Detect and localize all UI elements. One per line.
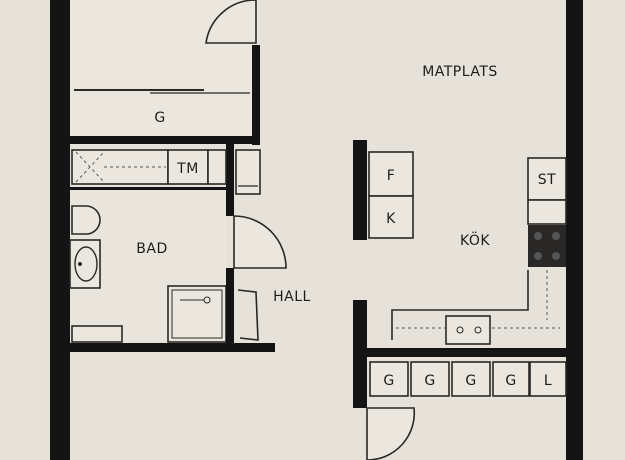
kok-sink-drain-2 (474, 326, 482, 334)
k-label: K (386, 211, 396, 227)
counter-l-shape (391, 270, 529, 340)
stove-burner-4 (552, 252, 560, 260)
stove-burner-2 (552, 232, 560, 240)
f-label: F (387, 168, 396, 184)
counter-right-1 (527, 199, 567, 225)
wardrobe-g4-label: G (505, 373, 516, 389)
toilet (71, 205, 101, 235)
bad-label: BAD (136, 241, 167, 257)
tm-row-wall-mid (226, 144, 234, 216)
stove-burner-1 (534, 232, 542, 240)
door-arc-bad (233, 215, 287, 269)
stove (528, 225, 566, 267)
matplats-label: MATPLATS (422, 64, 498, 80)
closet-wall-bottom (70, 136, 260, 144)
wardrobe-l (529, 361, 567, 397)
bad-sink-bowl (74, 246, 98, 282)
stove-burner-3 (534, 252, 542, 260)
shower-tray (167, 285, 227, 343)
door-arc-top (205, 0, 257, 44)
f-box (368, 151, 414, 197)
kok-label: KÖK (460, 231, 490, 249)
lower-wall-left (353, 300, 367, 408)
hall-label: HALL (273, 289, 311, 305)
bad-sink-drain (78, 262, 82, 266)
tm-row-wall-bottom (70, 187, 234, 190)
hall-cabinet (237, 289, 259, 341)
wardrobe-row: G G G G L (369, 361, 567, 397)
kok-sink (445, 315, 491, 345)
shower-inner (171, 289, 223, 339)
st-label: ST (538, 172, 556, 188)
washer-dash (75, 151, 105, 183)
wardrobe-g3-label: G (465, 373, 476, 389)
wall-left-outer (50, 0, 70, 460)
wardrobe-g1 (369, 361, 409, 397)
cabinet-small (235, 149, 261, 195)
fk-wall (353, 140, 367, 240)
wall-right-outer (566, 0, 583, 460)
tm-label: TM (176, 161, 199, 177)
closet-wall-right (252, 45, 260, 145)
closet-label: G (154, 110, 165, 126)
wardrobe-g1-label: G (383, 373, 394, 389)
wardrobe-g4 (492, 361, 530, 397)
bad-wall-right (226, 268, 234, 350)
wardrobe-g3 (451, 361, 491, 397)
bad-wall-bottom (70, 343, 275, 352)
bad-cabinet (71, 325, 123, 343)
kok-sink-drain-1 (456, 326, 464, 334)
tm-side-box (207, 149, 227, 185)
lower-wall-top (367, 348, 566, 357)
k-box (368, 195, 414, 239)
wardrobe-g2-label: G (424, 373, 435, 389)
wardrobe-l-label: L (544, 373, 552, 389)
wardrobe-g2 (410, 361, 450, 397)
tm-box (167, 149, 209, 185)
st-box (527, 157, 567, 201)
